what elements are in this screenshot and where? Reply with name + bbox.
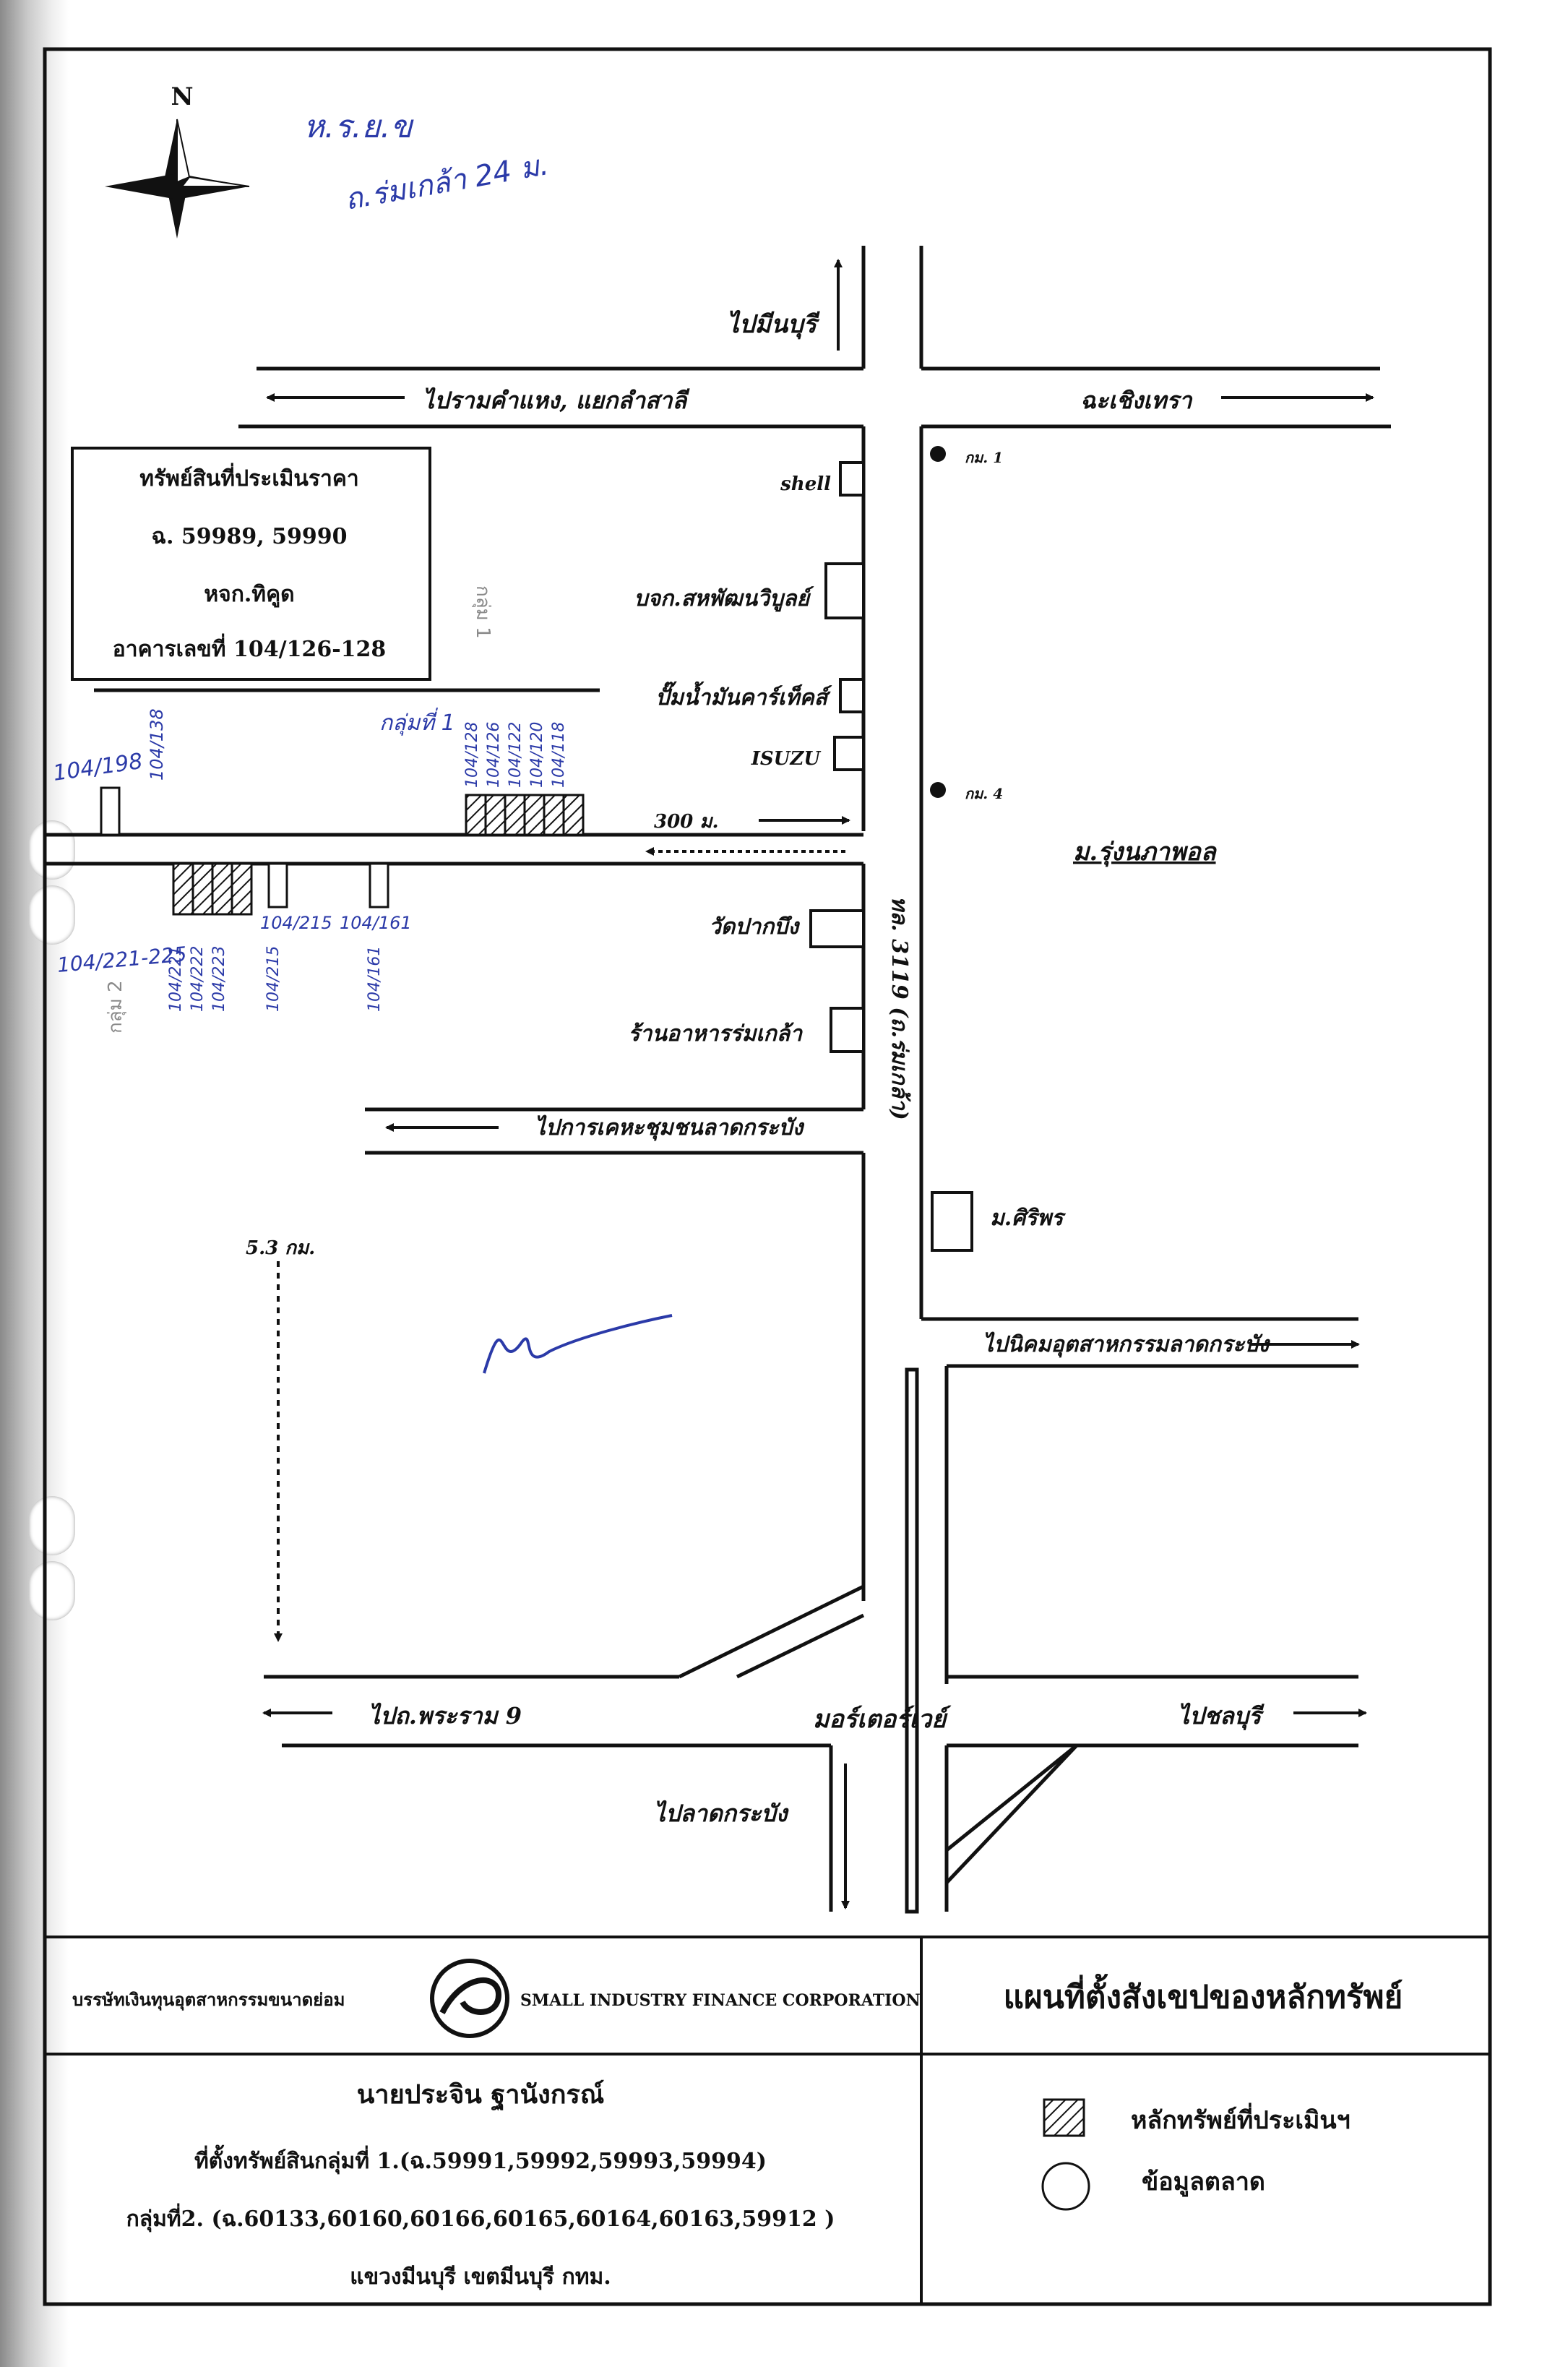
- company-logo-icon: [430, 1959, 509, 2038]
- punch-hole: [29, 1561, 75, 1620]
- handwritten-lot: 104/198: [51, 749, 144, 786]
- distance-5-3km: 5.3 กม.: [246, 1237, 315, 1259]
- handwritten-note: ถ.ร่มเกล้า 24 ม.: [343, 148, 551, 217]
- map-frame: [43, 47, 1492, 2306]
- handwritten-lot: 104/138: [147, 708, 167, 781]
- landmark-boxes: [809, 461, 973, 1252]
- landmark-sahapat: บจก.สหพัฒนวิบูลย์: [634, 586, 814, 612]
- handwritten-lot: 104/120: [528, 722, 546, 788]
- subject-building: อาคารเลขที่ 104/126-128: [113, 633, 387, 662]
- handwritten-note: ห.ร.ย.ข: [303, 108, 414, 145]
- pencil-note: กลุ่ม 2: [105, 980, 126, 1034]
- label-chachoengsao: ฉะเชิงเทรา: [1080, 387, 1193, 414]
- handwritten-lot: 104/215: [264, 946, 283, 1012]
- label-to-chonburi: ไปชลบุรี: [1178, 1702, 1265, 1730]
- north-arrow-icon: N: [105, 82, 250, 239]
- company-thai: บรรษัทเงินทุนอุตสาหกรรมขนาดย่อม: [72, 1989, 345, 2011]
- legend-assessed: หลักทรัพย์ที่ประเมินฯ: [1131, 2102, 1351, 2135]
- subject-title: ทรัพย์สินที่ประเมินราคา: [139, 463, 359, 491]
- pencil-note: กลุ่ม 1: [472, 585, 494, 639]
- handwritten-lot: 104/126: [485, 722, 503, 788]
- legend-market: ข้อมูลตลาด: [1142, 2168, 1265, 2197]
- landmark-gas-station: ปั๊มน้ำมันคาร์เท็คส์: [655, 681, 832, 710]
- handwritten-lot: 104/221: [167, 946, 185, 1012]
- binder-edge: [0, 0, 69, 2367]
- punch-hole: [29, 885, 75, 945]
- landmark-siriporn: ม.ศิริพร: [990, 1206, 1067, 1231]
- handwritten-lot: 104/122: [507, 722, 525, 788]
- landmark-isuzu: ISUZU: [751, 748, 822, 770]
- punch-hole: [29, 1496, 75, 1555]
- direction-arrows: [262, 259, 1374, 1910]
- subject-box: [71, 447, 431, 681]
- handwritten-group: กลุ่มที่ 1: [379, 708, 455, 736]
- subject-owner: หจก.ทิคูด: [204, 582, 294, 608]
- legend-hatched-swatch: [1043, 2098, 1085, 2137]
- label-main-road: ทล. 3119 (ถ.ร่มเกล้า): [887, 896, 912, 1120]
- km-marker-4: กม. 4: [965, 785, 1003, 802]
- group2-deeds: กลุ่มที่2. (ฉ.60133,60160,60166,60165,60…: [126, 2203, 835, 2233]
- handwritten-lot: 104/215: [260, 913, 332, 933]
- handwritten-lot: 104/161: [340, 913, 412, 933]
- label-to-ramkhamhaeng: ไปรามคำแหง, แยกลำสาลี: [423, 387, 690, 414]
- location-text: แขวงมีนบุรี เขตมีนบุรี กทม.: [350, 2264, 611, 2290]
- label-to-lat-krabang: ไปลาดกระบัง: [654, 1800, 789, 1827]
- landmark-village: ม.รุ่งนภาพอล: [1073, 838, 1218, 867]
- landmark-shell: shell: [780, 473, 831, 495]
- km-marker-1: กม. 1: [965, 449, 1003, 466]
- handwritten-lot: 104/222: [189, 946, 207, 1012]
- owner-name: นายประจิน ฐานังกรณ์: [357, 2079, 604, 2111]
- handwritten-lot: 104/161: [366, 946, 384, 1012]
- landmark-restaurant: ร้านอาหารร่มเกล้า: [628, 1021, 803, 1047]
- distance-300m: 300 ม.: [654, 811, 719, 833]
- punch-hole: [29, 820, 75, 880]
- road-lines: [45, 246, 1391, 1914]
- label-to-rama9: ไปถ.พระราม 9: [369, 1702, 522, 1730]
- handwritten-lot: 104/223: [210, 946, 228, 1012]
- legend-circle-swatch: [1041, 2162, 1090, 2211]
- plots: [100, 786, 585, 916]
- km-marker-dot: [930, 446, 946, 462]
- km-marker-dot: [930, 782, 946, 798]
- label-to-industrial-estate: ไปนิคมอุตสาหกรรมลาดกระบัง: [983, 1331, 1270, 1358]
- handwritten-lot: 104/118: [550, 722, 568, 788]
- subject-deeds: ฉ. 59989, 59990: [152, 524, 348, 549]
- landmark-wat: วัดปากบึง: [709, 914, 800, 940]
- company-english: SMALL INDUSTRY FINANCE CORPORATION: [520, 1991, 921, 2010]
- map-title: แผนที่ตั้งสังเขปของหลักทรัพย์: [1004, 1973, 1403, 2016]
- north-label: N: [171, 82, 193, 111]
- signature: [483, 1314, 673, 1374]
- label-to-lat-krabang-housing: ไปการเคหะชุมชนลาดกระบัง: [535, 1114, 805, 1141]
- handwritten-lot: 104/128: [463, 722, 481, 788]
- label-motorway: มอร์เตอร์เวย์: [813, 1705, 952, 1734]
- label-to-minburi: ไปมีนบุรี: [727, 309, 820, 340]
- group1-deeds: ที่ตั้งทรัพย์สินกลุ่มที่ 1.(ฉ.59991,5999…: [194, 2144, 767, 2175]
